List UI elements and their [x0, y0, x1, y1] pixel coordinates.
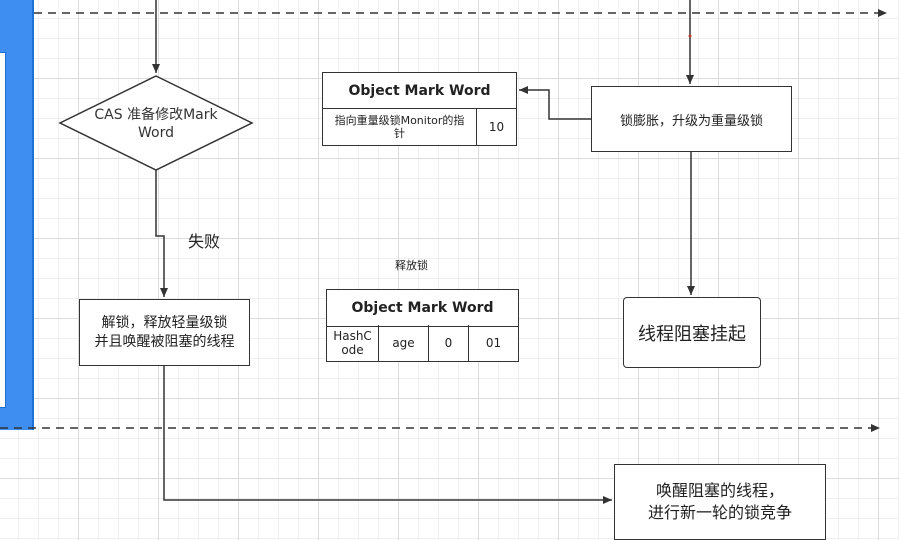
- edge-inflate-to-markword: [519, 86, 591, 120]
- unlock-line-2: 并且唤醒被阻塞的线程: [94, 333, 235, 350]
- edge-unlock-to-wake: [163, 366, 612, 504]
- lock-inflation-box[interactable]: 锁膨胀，升级为重量级锁: [591, 86, 792, 152]
- wake-line-2: 进行新一轮的锁竞争: [647, 503, 792, 522]
- heavyweight-mark-word-table[interactable]: Object Mark Word 指向重量级锁Monitor的指针 10: [322, 72, 517, 146]
- released-mark-word-table[interactable]: Object Mark Word HashCode age 0 01: [326, 289, 519, 362]
- unlock-line-1: 解锁，释放轻量级锁: [101, 314, 228, 331]
- heavyweight-mark-word-row: 指向重量级锁Monitor的指针 10: [323, 108, 516, 145]
- wake-threads-box[interactable]: 唤醒阻塞的线程， 进行新一轮的锁竞争: [614, 464, 826, 540]
- hashcode-cell: HashCode: [327, 325, 379, 361]
- unlock-release-box[interactable]: 解锁，释放轻量级锁 并且唤醒被阻塞的线程: [79, 299, 250, 366]
- decision-diamond[interactable]: [58, 75, 254, 171]
- lock-inflation-label: 锁膨胀，升级为重量级锁: [619, 113, 763, 129]
- age-cell: age: [379, 325, 429, 361]
- wake-line-1: 唤醒阻塞的线程，: [655, 481, 784, 500]
- released-mark-word-title: Object Mark Word: [327, 290, 518, 327]
- monitor-pointer-cell: 指向重量级锁Monitor的指针: [323, 108, 477, 145]
- released-mark-word-row: HashCode age 0 01: [327, 325, 518, 361]
- lock-flag-cell: 10: [488, 119, 505, 134]
- lock-flag-cell: 01: [485, 336, 502, 350]
- release-lock-label: 释放锁: [395, 259, 428, 272]
- thread-blocked-label: 线程阻塞挂起: [638, 323, 746, 345]
- thread-blocked-box[interactable]: 线程阻塞挂起: [623, 297, 761, 368]
- heavyweight-mark-word-title: Object Mark Word: [323, 73, 516, 109]
- biased-flag-cell: 0: [429, 325, 469, 361]
- decision-label: CAS 准备修改Mark Word: [94, 107, 218, 141]
- edge-cas-fail-to-unlock: [155, 170, 168, 297]
- swimlane-inner-panel: [0, 52, 6, 408]
- connection-point: [688, 34, 692, 38]
- edge-label-fail: 失败: [188, 232, 221, 251]
